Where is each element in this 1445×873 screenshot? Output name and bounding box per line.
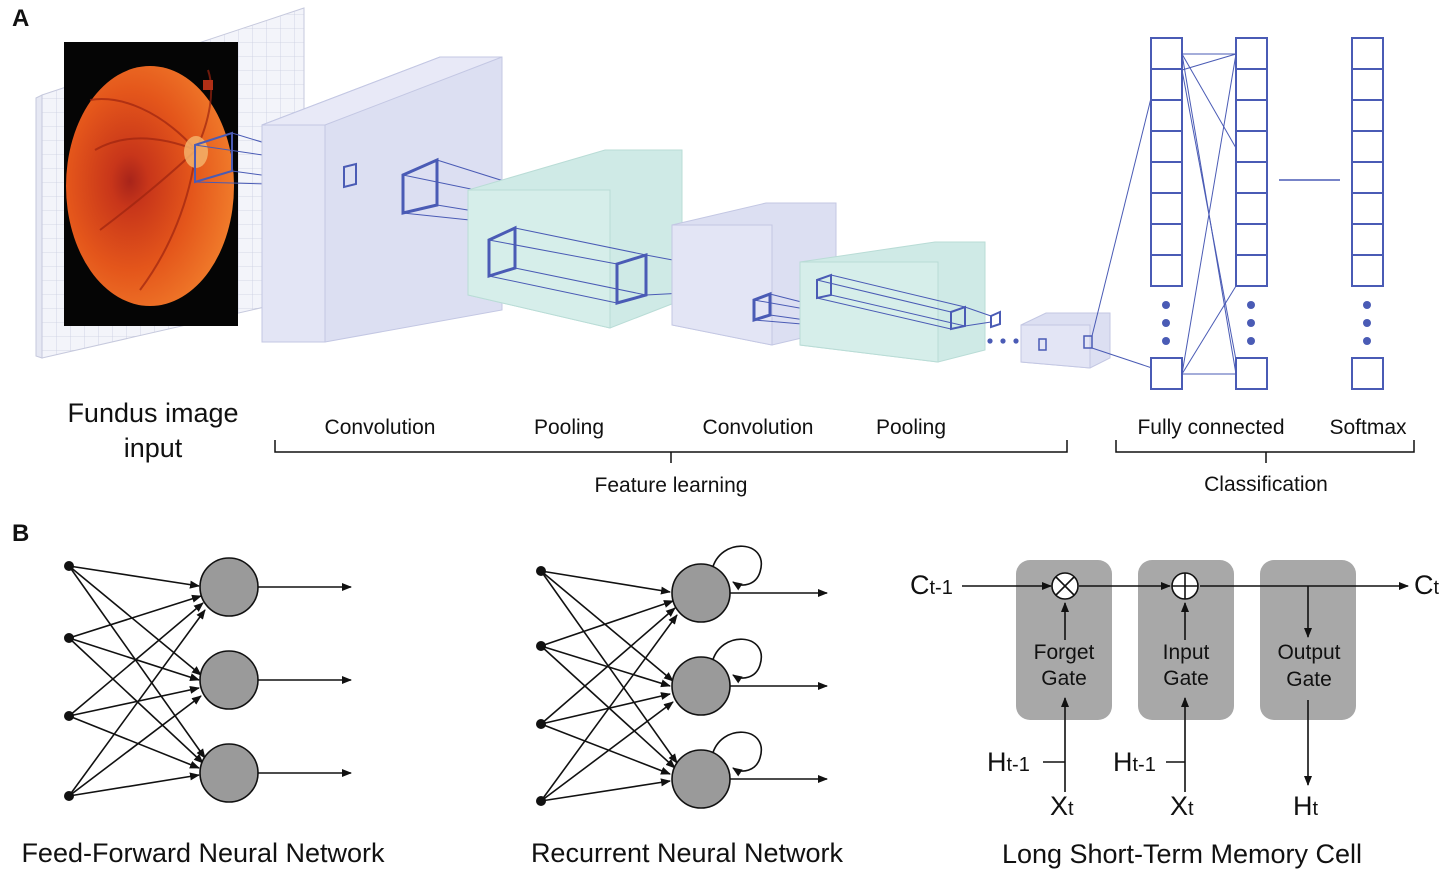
forget-gate-label-line2: Gate <box>1041 667 1087 690</box>
pooling-layer-1 <box>467 149 754 329</box>
pooling-layer-2 <box>799 241 1001 363</box>
stage-label-convolution-2: Convolution <box>703 416 814 439</box>
output-gate-label-line1: Output <box>1277 641 1340 664</box>
output-gate-box <box>1260 560 1356 720</box>
multiply-operator-icon <box>1051 572 1079 600</box>
fc-connections <box>1181 53 1237 375</box>
group-label-classification: Classification <box>1204 473 1328 496</box>
final-feature-map <box>1020 69 1159 371</box>
stage-label-pooling-2: Pooling <box>876 416 946 439</box>
stage-label-convolution-1: Convolution <box>325 416 436 439</box>
classification-bracket <box>1115 440 1415 463</box>
forget-gate-box <box>1016 560 1112 720</box>
fc-column-2 <box>1235 37 1268 390</box>
group-label-feature-learning: Feature learning <box>595 474 748 497</box>
input-label-line1: Fundus image <box>67 398 238 428</box>
hidden-out-label: Ht <box>1293 791 1319 821</box>
panel-b-label: B <box>12 520 29 547</box>
lstm-caption: Long Short-Term Memory Cell <box>1002 839 1362 869</box>
rnn-caption: Recurrent Neural Network <box>531 838 844 868</box>
conv-layer-2 <box>671 202 893 346</box>
ffnn-caption: Feed-Forward Neural Network <box>21 838 385 868</box>
lstm-diagram: Forget Gate Input Gate Output Gate Ct-1 … <box>910 560 1440 821</box>
conv-layer-1 <box>261 56 503 343</box>
stage-label-softmax: Softmax <box>1329 416 1407 439</box>
fc-column-1 <box>1150 37 1183 390</box>
cell-state-prev-label: Ct-1 <box>910 570 953 600</box>
add-operator-icon <box>1171 572 1199 600</box>
output-gate-label-line2: Gate <box>1286 668 1332 691</box>
input-gate-label-line1: Input <box>1163 641 1210 664</box>
input-x-label-input: Xt <box>1170 791 1194 821</box>
input-gate-box <box>1138 560 1234 720</box>
softmax-column-dots <box>1363 301 1371 345</box>
hidden-prev-label-input: Ht-1 <box>1113 747 1156 777</box>
input-x-label-forget: Xt <box>1050 791 1074 821</box>
cell-state-next-label: Ct <box>1414 570 1440 600</box>
ffnn-diagram <box>64 557 352 803</box>
ellipsis-dots <box>987 338 1019 344</box>
feature-learning-bracket <box>274 440 1068 463</box>
fc-column-2-dots <box>1247 301 1255 345</box>
hidden-prev-label-forget: Ht-1 <box>987 747 1030 777</box>
softmax-column <box>1351 37 1384 390</box>
input-gate-label-line2: Gate <box>1163 667 1209 690</box>
fundus-image <box>64 42 238 326</box>
stage-label-pooling-1: Pooling <box>534 416 604 439</box>
panel-a-label: A <box>12 5 29 32</box>
input-label-line2: input <box>124 433 183 463</box>
stage-label-fully-connected: Fully connected <box>1137 416 1284 439</box>
rnn-diagram <box>536 545 828 809</box>
forget-gate-label-line1: Forget <box>1034 641 1095 664</box>
fc-column-1-dots <box>1162 301 1170 345</box>
